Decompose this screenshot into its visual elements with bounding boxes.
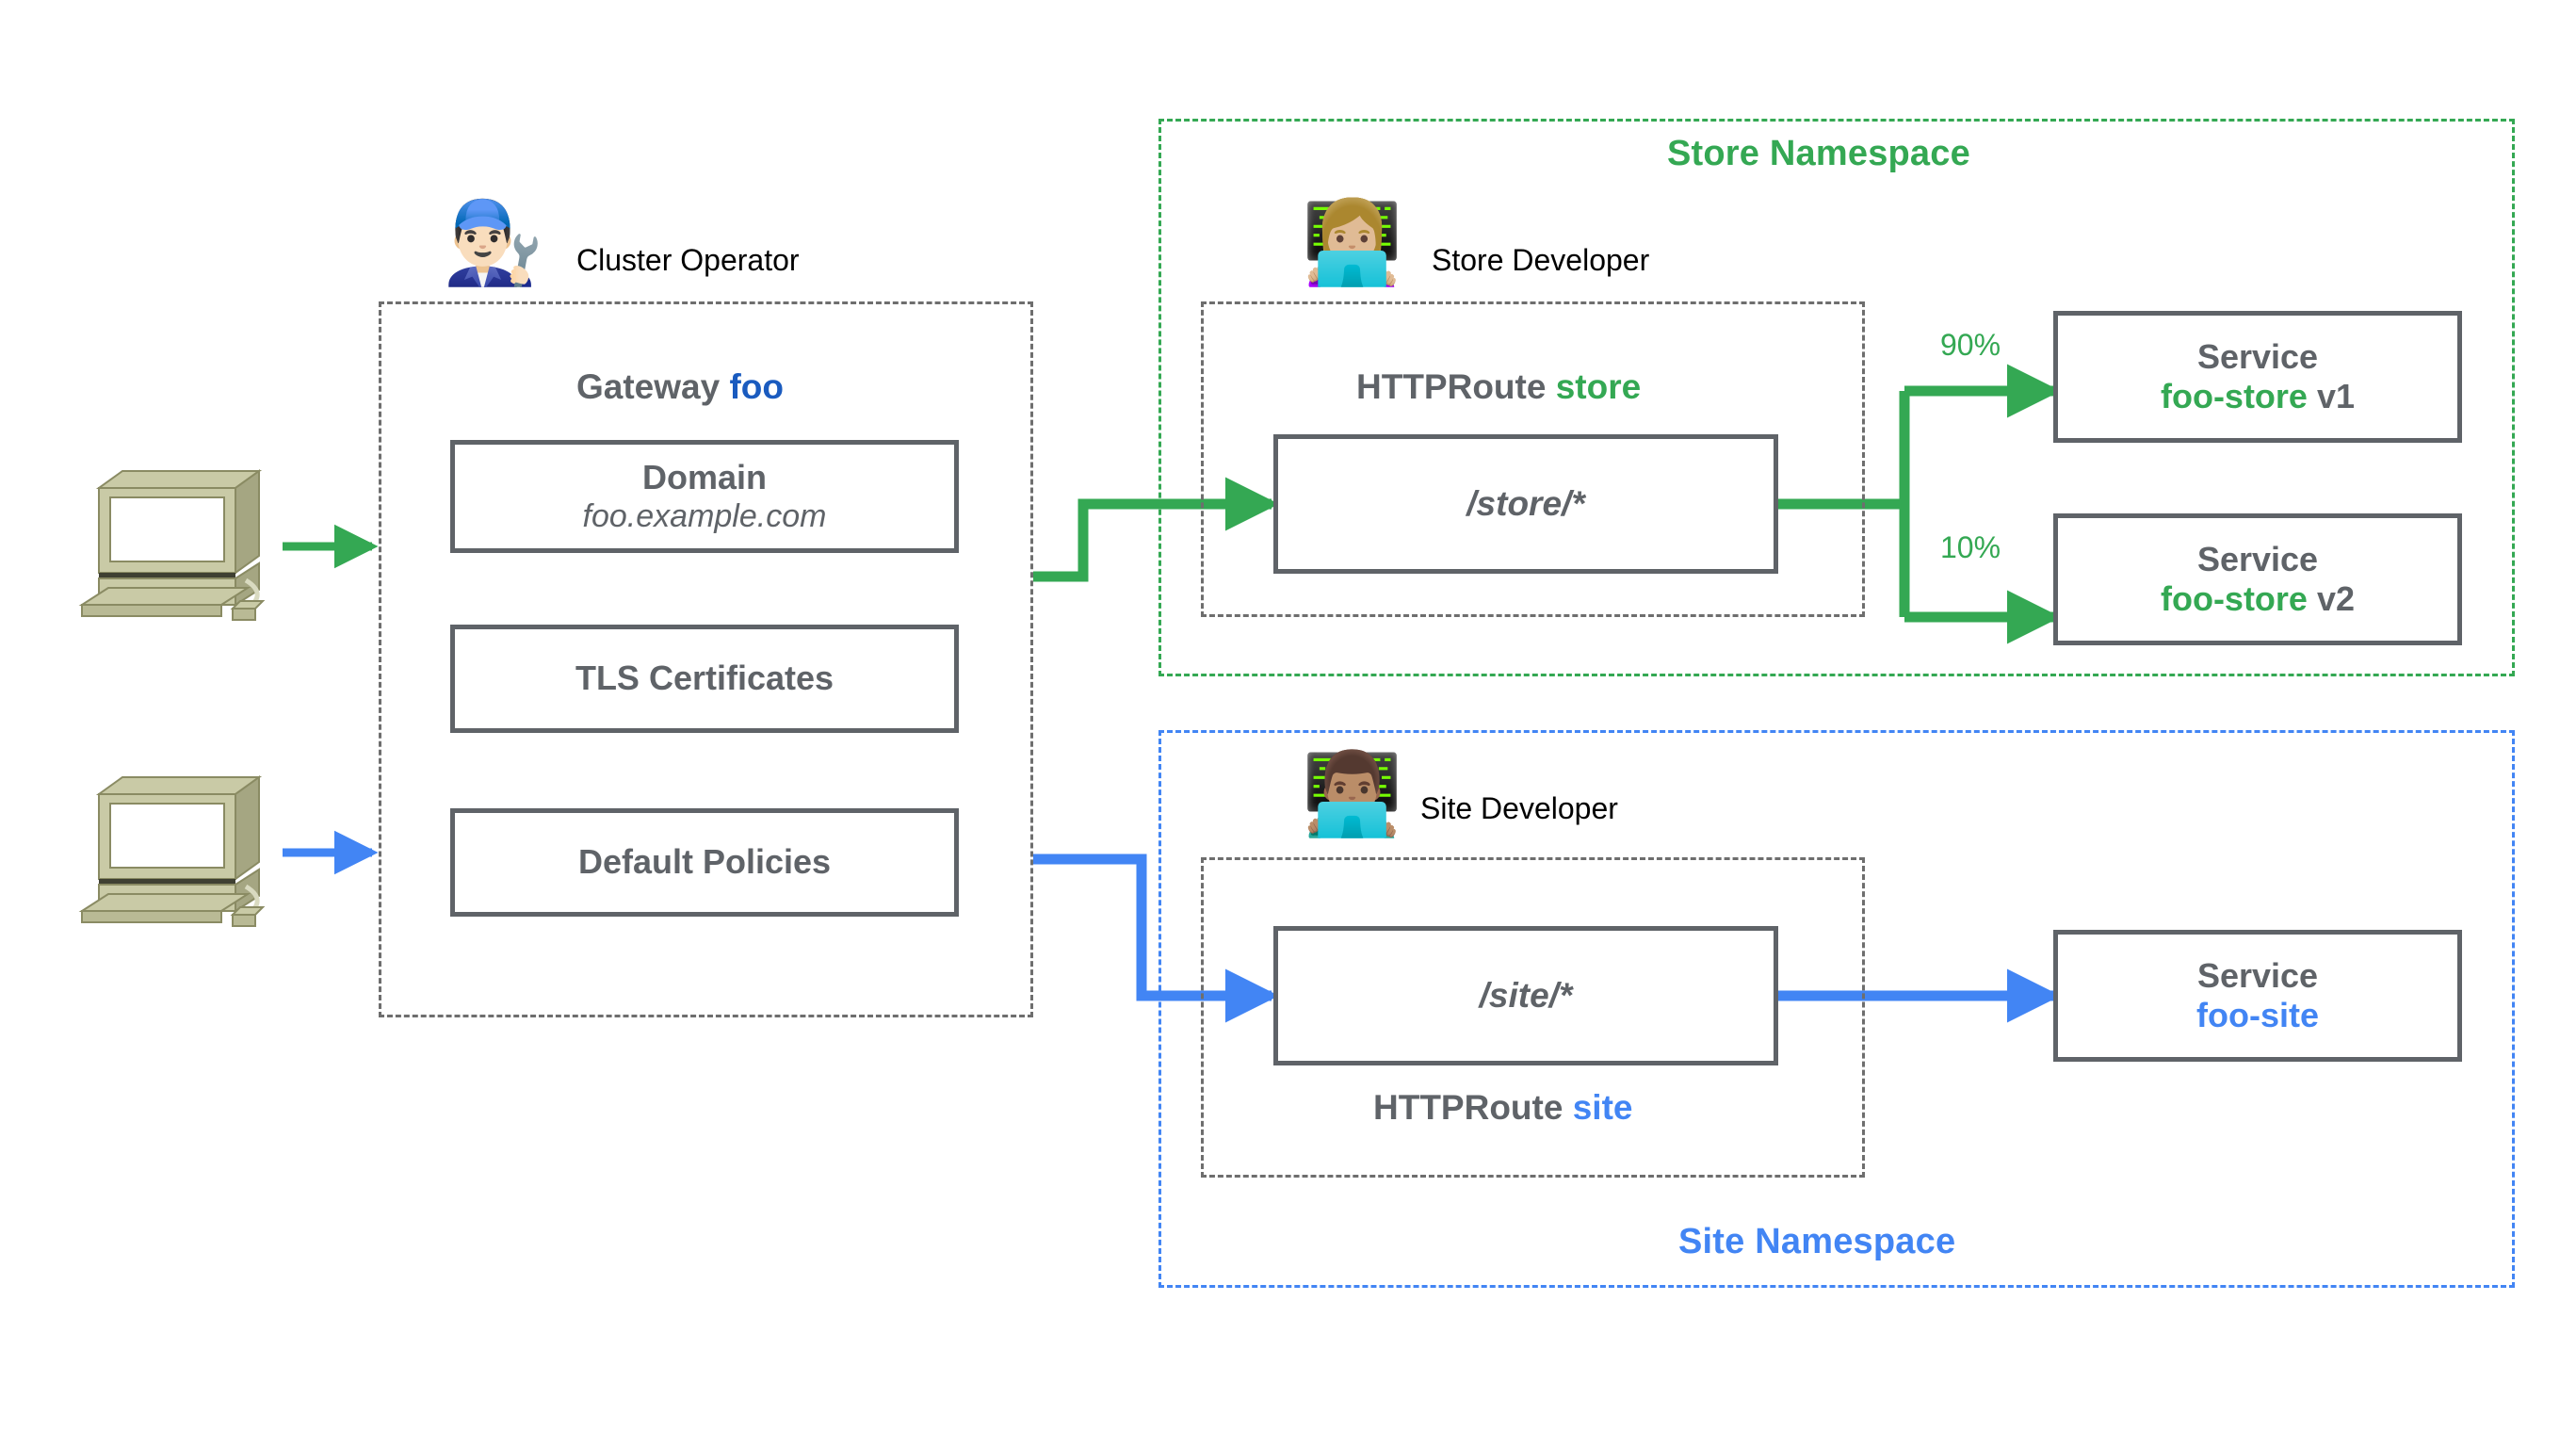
gateway-caption: Gateway foo bbox=[576, 367, 784, 407]
gateway-caption-prefix: Gateway bbox=[576, 367, 721, 406]
gateway-policies-box[interactable]: Default Policies bbox=[450, 808, 959, 917]
service-foo-site-title: Service bbox=[2196, 955, 2319, 995]
woman-technologist-icon: 👩🏼‍💻 bbox=[1302, 198, 1403, 288]
store-httproute-group-box bbox=[1201, 301, 1865, 617]
store-route-path-box[interactable]: /store/* bbox=[1273, 434, 1778, 574]
service-foo-store-v1-title: Service bbox=[2196, 336, 2319, 376]
store-namespace-label: Store Namespace bbox=[1667, 134, 1970, 173]
site-namespace-label: Site Namespace bbox=[1678, 1222, 1956, 1261]
service-foo-store-v2-name-row: foo-store v2 bbox=[2161, 579, 2355, 619]
gateway-domain-value: foo.example.com bbox=[582, 498, 827, 535]
gateway-tls-title: TLS Certificates bbox=[575, 659, 834, 698]
service-foo-store-v2-name: foo-store bbox=[2160, 579, 2308, 618]
mechanic-icon: 👨🏻‍🔧 bbox=[443, 198, 544, 288]
site-namespace-box bbox=[1158, 730, 2515, 1288]
store-httproute-caption-prefix: HTTPRoute bbox=[1356, 367, 1547, 406]
site-route-path: /site/* bbox=[1479, 976, 1573, 1016]
store-weight-v2: 10% bbox=[1940, 530, 2001, 564]
gateway-policies-title: Default Policies bbox=[577, 842, 832, 882]
site-httproute-group-box bbox=[1201, 857, 1865, 1178]
store-httproute-caption-name: store bbox=[1555, 367, 1642, 406]
store-route-path: /store/* bbox=[1466, 484, 1585, 524]
gateway-caption-name: foo bbox=[729, 367, 785, 406]
gateway-domain-box[interactable]: Domain foo.example.com bbox=[450, 440, 959, 553]
service-foo-site-name: foo-site bbox=[2196, 996, 2319, 1034]
gateway-domain-title: Domain bbox=[641, 457, 767, 496]
site-route-path-box[interactable]: /site/* bbox=[1273, 926, 1778, 1065]
service-foo-store-v2-box[interactable]: Service foo-store v2 bbox=[2053, 513, 2462, 645]
store-developer-label: Store Developer bbox=[1432, 243, 1650, 277]
site-developer-label: Site Developer bbox=[1420, 791, 1618, 825]
site-httproute-caption: HTTPRoute site bbox=[1373, 1088, 1632, 1128]
client-computer-bottom bbox=[78, 775, 266, 927]
cluster-operator-label: Cluster Operator bbox=[576, 243, 800, 277]
service-foo-store-v1-version: v1 bbox=[2316, 377, 2356, 415]
client-computer-top bbox=[78, 469, 266, 621]
service-foo-store-v2-title: Service bbox=[2196, 539, 2319, 578]
store-namespace-box bbox=[1158, 119, 2515, 676]
site-httproute-caption-prefix: HTTPRoute bbox=[1373, 1088, 1563, 1127]
service-foo-store-v1-box[interactable]: Service foo-store v1 bbox=[2053, 311, 2462, 443]
service-foo-store-v1-name-row: foo-store v1 bbox=[2161, 377, 2355, 416]
service-foo-store-v1-name: foo-store bbox=[2160, 377, 2308, 415]
store-weight-v1: 90% bbox=[1940, 328, 2001, 362]
man-technologist-icon: 👨🏽‍💻 bbox=[1302, 749, 1403, 839]
service-foo-site-box[interactable]: Service foo-site bbox=[2053, 930, 2462, 1062]
service-foo-store-v2-version: v2 bbox=[2316, 579, 2356, 618]
gateway-group-box bbox=[379, 301, 1033, 1017]
store-httproute-caption: HTTPRoute store bbox=[1356, 367, 1641, 407]
gateway-tls-box[interactable]: TLS Certificates bbox=[450, 625, 959, 733]
site-httproute-caption-name: site bbox=[1572, 1088, 1633, 1127]
